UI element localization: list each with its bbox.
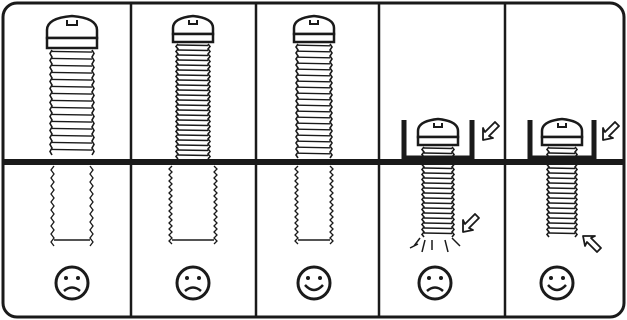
- screw-thread-3: [295, 43, 333, 159]
- sad-face-icon: [417, 265, 453, 301]
- screw-thread-2: [174, 43, 212, 160]
- screw-1: [45, 14, 99, 156]
- sad-face-icon: [175, 265, 211, 301]
- sad-face-icon: [54, 265, 90, 301]
- screw-5: [540, 117, 584, 238]
- crack-marks: [409, 237, 461, 253]
- screw-3: [292, 14, 336, 159]
- happy-face-icon: [296, 265, 332, 301]
- hole-3: [294, 165, 334, 245]
- panel-4: [401, 117, 500, 301]
- panel-5: [527, 117, 620, 301]
- screw-thread-5: [545, 146, 579, 238]
- happy-face-icon: [539, 265, 575, 301]
- hole-1: [50, 165, 94, 247]
- panel-1: [45, 14, 99, 301]
- screw-2: [171, 14, 215, 160]
- hole-2: [168, 165, 218, 245]
- panel-3: [292, 14, 336, 301]
- screw-4: [416, 117, 460, 238]
- screw-thread-4: [420, 146, 456, 238]
- screw-thread-1: [49, 49, 95, 156]
- panel-2: [168, 14, 218, 301]
